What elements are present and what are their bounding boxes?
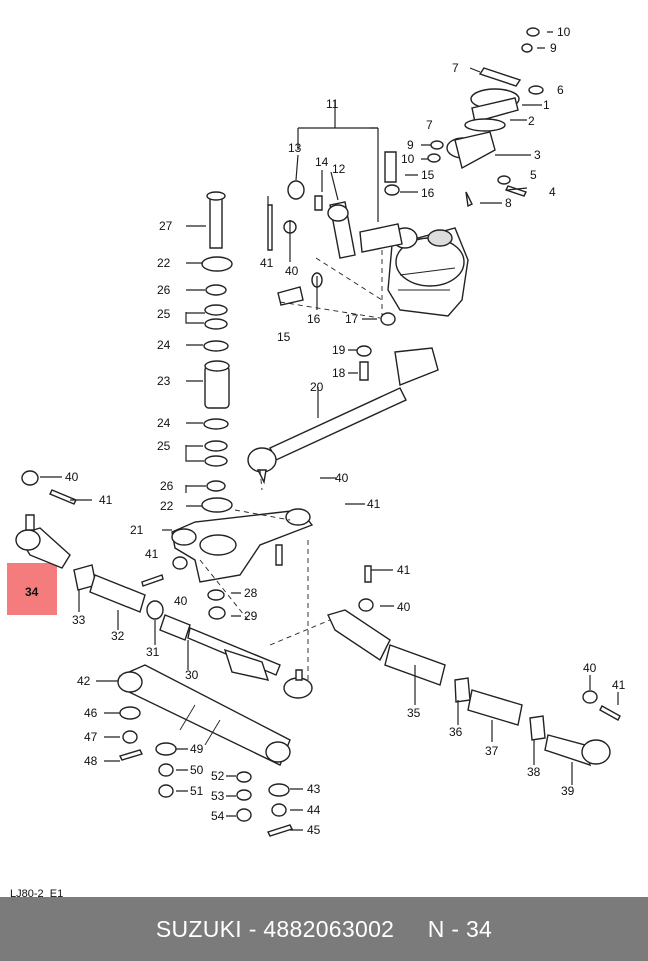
label-9b: 9 <box>407 138 414 152</box>
label-23: 23 <box>157 374 171 388</box>
label-25b: 25 <box>157 439 171 453</box>
label-15b: 15 <box>277 330 291 344</box>
diagram-position: N - 34 <box>427 915 493 942</box>
label-32: 32 <box>111 629 125 643</box>
label-18: 18 <box>332 366 346 380</box>
left-tie-rod <box>15 470 313 699</box>
label-54: 54 <box>211 809 225 823</box>
label-41c: 41 <box>367 497 381 511</box>
part-labels: 10 9 7 6 11 1 7 2 9 13 3 10 14 12 15 5 1… <box>25 25 626 837</box>
label-40c: 40 <box>335 471 349 485</box>
label-1: 1 <box>543 98 550 112</box>
label-16a: 16 <box>421 186 435 200</box>
label-49: 49 <box>190 742 204 756</box>
label-51: 51 <box>190 784 204 798</box>
label-11: 11 <box>326 97 339 111</box>
label-19: 19 <box>332 343 346 357</box>
label-22a: 22 <box>157 256 171 270</box>
label-40b: 40 <box>65 470 79 484</box>
label-31: 31 <box>146 645 160 659</box>
parts-diagram: 10 9 7 6 11 1 7 2 9 13 3 10 14 12 15 5 1… <box>7 25 626 897</box>
label-46: 46 <box>84 706 98 720</box>
label-12: 12 <box>332 162 346 176</box>
label-47: 47 <box>84 730 98 744</box>
label-36: 36 <box>449 725 463 739</box>
highlight-box <box>7 563 57 615</box>
label-42: 42 <box>77 674 91 688</box>
label-4: 4 <box>549 185 556 199</box>
pitman-arm-assembly <box>247 180 439 485</box>
label-40e: 40 <box>397 600 411 614</box>
label-41f: 41 <box>612 678 626 692</box>
spacer <box>394 916 427 943</box>
label-37: 37 <box>485 744 499 758</box>
label-16b: 16 <box>307 312 321 326</box>
label-30: 30 <box>185 668 199 682</box>
label-3: 3 <box>534 148 541 162</box>
label-9a: 9 <box>550 41 557 55</box>
label-6: 6 <box>557 83 564 97</box>
label-27: 27 <box>159 219 173 233</box>
label-52: 52 <box>211 769 225 783</box>
part-number: 4882063002 <box>263 915 395 942</box>
separator: - <box>242 915 264 942</box>
label-41b: 41 <box>99 493 113 507</box>
right-tie-rod <box>327 565 621 767</box>
label-44: 44 <box>307 803 321 817</box>
label-29: 29 <box>244 609 258 623</box>
steering-damper <box>117 664 293 837</box>
label-14: 14 <box>315 155 329 169</box>
label-26b: 26 <box>160 479 174 493</box>
label-50: 50 <box>190 763 204 777</box>
label-35: 35 <box>407 706 421 720</box>
label-40f: 40 <box>583 661 597 675</box>
label-40a: 40 <box>285 264 299 278</box>
label-24a: 24 <box>157 338 171 352</box>
label-41e: 41 <box>397 563 411 577</box>
label-13: 13 <box>288 141 302 155</box>
label-43: 43 <box>307 782 321 796</box>
bellcrank-stack <box>201 191 233 513</box>
label-41a: 41 <box>260 256 274 270</box>
label-34: 34 <box>25 585 39 599</box>
label-38: 38 <box>527 765 541 779</box>
label-10: 10 <box>557 25 571 39</box>
label-21: 21 <box>130 523 144 537</box>
label-5: 5 <box>530 168 537 182</box>
brand-name: SUZUKI <box>155 915 242 942</box>
label-2: 2 <box>528 114 535 128</box>
label-10b: 10 <box>401 152 415 166</box>
label-28: 28 <box>244 586 258 600</box>
label-26a: 26 <box>157 283 171 297</box>
steering-gear-box <box>359 27 544 317</box>
label-25a: 25 <box>157 307 171 321</box>
label-20: 20 <box>310 380 324 394</box>
label-17: 17 <box>345 312 359 326</box>
label-24b: 24 <box>157 416 171 430</box>
label-53: 53 <box>211 789 225 803</box>
label-22b: 22 <box>160 499 174 513</box>
diagram-caption: LJ80-2 E1 <box>10 888 63 897</box>
label-48: 48 <box>84 754 98 768</box>
label-45: 45 <box>307 823 321 837</box>
label-7a: 7 <box>452 61 459 75</box>
label-40d: 40 <box>174 594 188 608</box>
label-39: 39 <box>561 784 575 798</box>
label-7b: 7 <box>426 118 433 132</box>
leader-lines <box>40 31 619 831</box>
bell-crank <box>171 508 314 620</box>
label-8: 8 <box>505 196 512 210</box>
label-15a: 15 <box>421 168 435 182</box>
label-41d: 41 <box>145 547 159 561</box>
label-33: 33 <box>72 613 86 627</box>
part-info-bar: SUZUKI - 4882063002 N - 34 <box>0 897 648 961</box>
